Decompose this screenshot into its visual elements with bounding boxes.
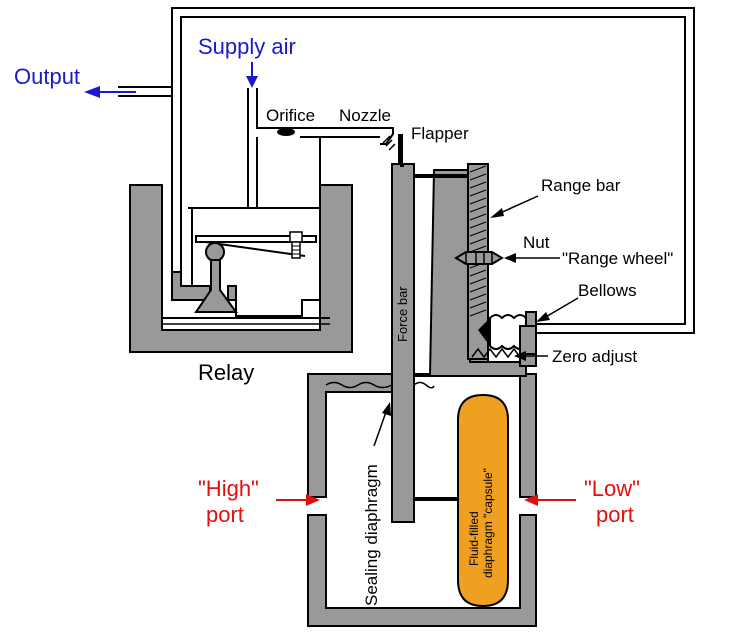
flapper-label: Flapper [411, 124, 469, 143]
flapper [398, 134, 403, 164]
low-port-arrow [524, 494, 576, 506]
sealing-diaphragm-pointer [373, 402, 391, 447]
relay-beam [195, 235, 317, 257]
supply-air-label: Supply air [198, 34, 296, 59]
relay-ball [194, 242, 238, 313]
low-port-label-line2: port [596, 502, 634, 527]
bellows-pointer [536, 297, 579, 322]
low-port-label-line1: "Low" [584, 476, 640, 501]
output-line [118, 86, 172, 97]
capsule-label-line2: diaphragm "capsule" [481, 468, 495, 578]
force-bar-label: Force bar [395, 286, 410, 342]
force-bar-link-top [414, 174, 468, 178]
orifice-label: Orifice [266, 106, 315, 125]
high-port-label-line1: "High" [198, 476, 259, 501]
sealing-diaphragm-label: Sealing diaphragm [362, 464, 381, 606]
capsule-label-line1: Fluid-filled [467, 511, 481, 566]
sealing-diaphragm [325, 381, 435, 389]
output-arrow [84, 86, 136, 98]
range-bar-pointer [490, 195, 539, 218]
bellows-label: Bellows [578, 281, 637, 300]
high-port-arrow [276, 494, 320, 506]
output-label: Output [14, 64, 80, 89]
diaphragm-capsule [457, 393, 509, 608]
nut-label: Nut [523, 233, 550, 252]
nozzle-label: Nozzle [339, 106, 391, 125]
bellows [478, 311, 537, 367]
nozzle [320, 127, 394, 145]
range-bar-label: Range bar [541, 176, 621, 195]
nut-pointer [504, 253, 560, 263]
relay-label: Relay [198, 360, 254, 385]
force-bar [391, 163, 415, 523]
high-port-label-line2: port [206, 502, 244, 527]
zero-adjust-pointer [514, 351, 548, 361]
range-wheel-nut [454, 251, 504, 265]
relay-body [129, 184, 353, 353]
orifice [277, 128, 295, 136]
range-wheel-label: "Range wheel" [562, 249, 673, 268]
nozzle-tip-hatch [382, 135, 396, 151]
zero-adjust-label: Zero adjust [552, 347, 637, 366]
relay-bolt [289, 231, 303, 259]
force-bar-link-bottom [414, 497, 464, 501]
supply-air-arrow [246, 62, 258, 88]
